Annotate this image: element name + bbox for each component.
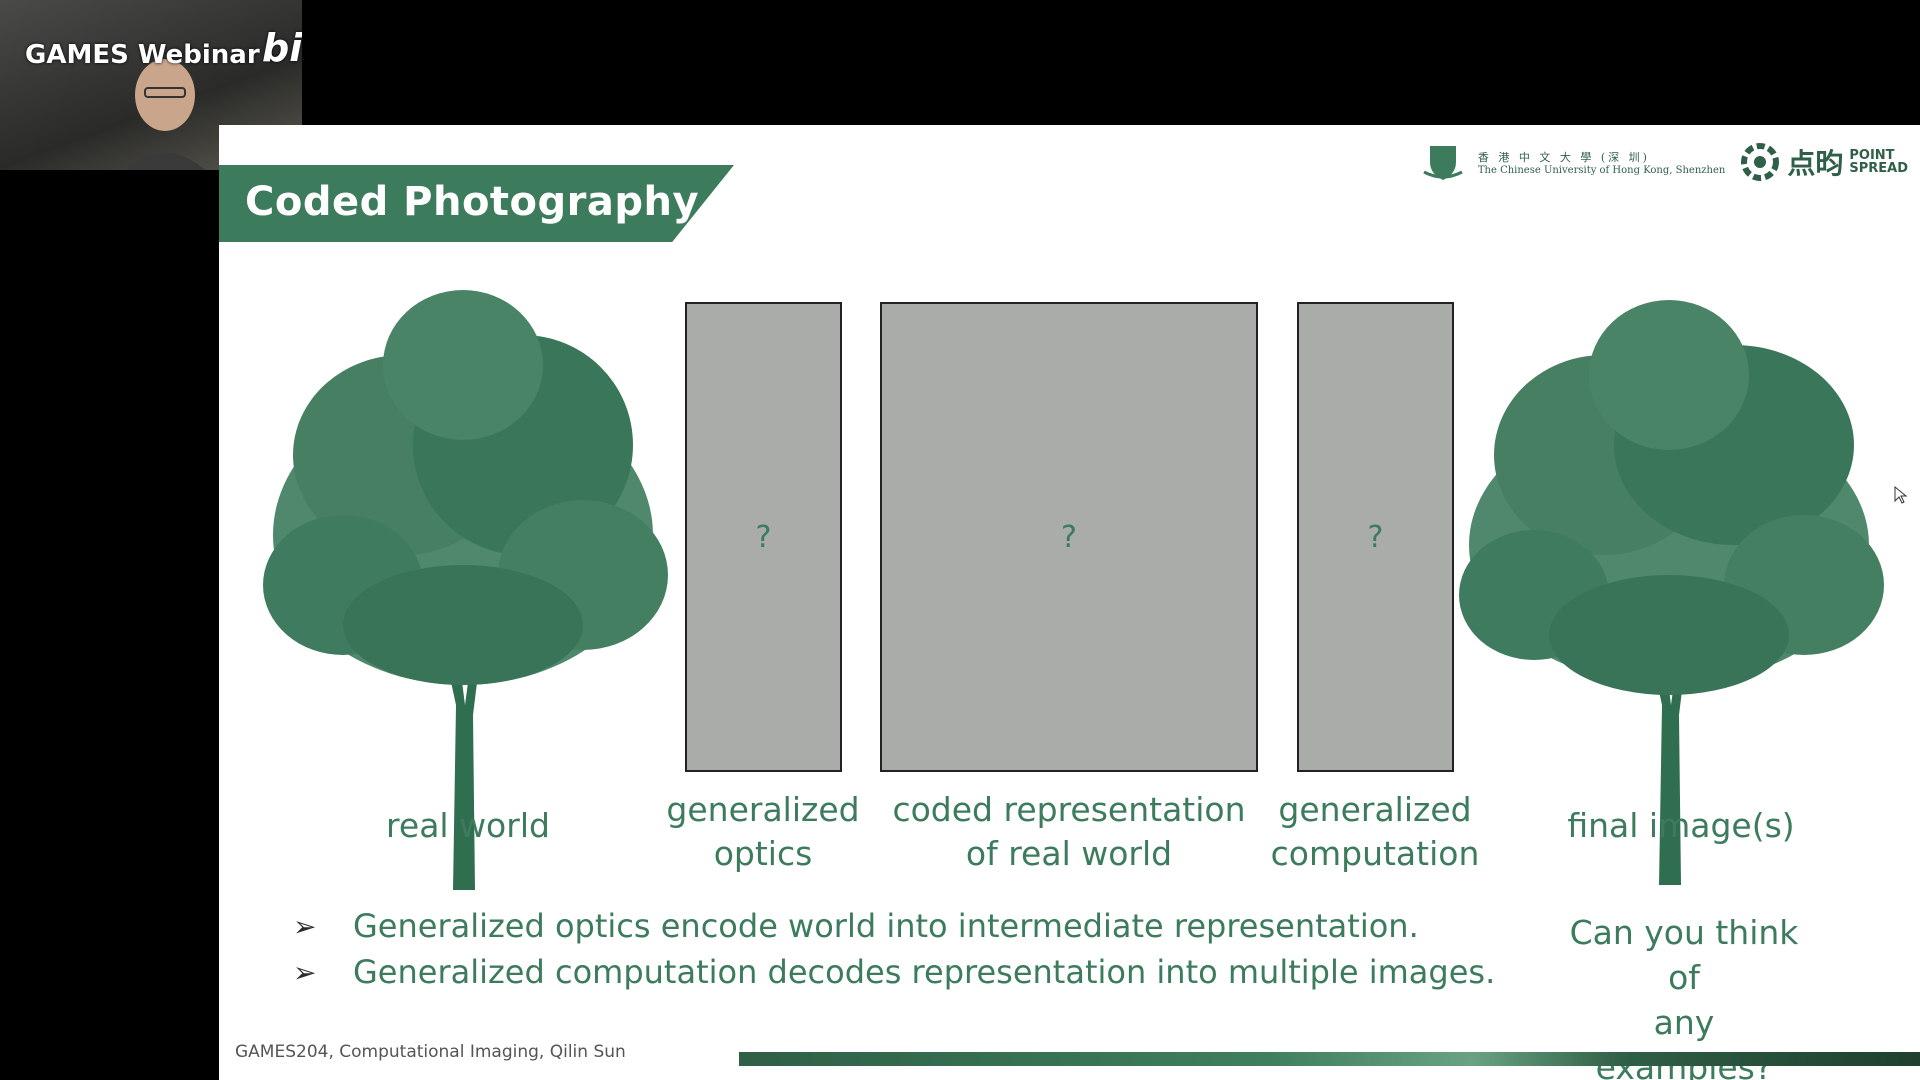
institution-logos: 香 港 中 文 大 學 (深 圳) The Chinese University…: [1422, 139, 1908, 185]
final-images-label-text: final image(s): [1567, 806, 1795, 845]
bullet-text: Generalized optics encode world into int…: [353, 907, 1419, 945]
real-world-tree-image: [263, 290, 668, 890]
cuhk-english-name: The Chinese University of Hong Kong, She…: [1477, 164, 1726, 176]
slide-footer: GAMES204, Computational Imaging, Qilin S…: [235, 1042, 626, 1062]
pointspread-word-2: SPREAD: [1849, 161, 1908, 176]
coded-representation-line-1: coded representation: [892, 790, 1246, 829]
games-webinar-watermark: GAMES Webinar: [25, 40, 260, 70]
mouse-cursor-icon: [1894, 486, 1908, 504]
generalized-optics-line-2: optics: [713, 834, 813, 873]
coded-representation-label: coded representation of real world: [879, 788, 1259, 876]
presentation-slide: Coded Photography 香 港 中 文 大 學 (深 圳) The …: [219, 125, 1920, 1080]
cuhk-chinese-name: 香 港 中 文 大 學 (深 圳): [1477, 150, 1650, 164]
coded-representation-line-2: of real world: [965, 834, 1173, 873]
bullet-text: Generalized computation decodes represen…: [353, 953, 1496, 991]
bullet-arrow-icon: ➢: [293, 909, 317, 943]
bullet-arrow-icon: ➢: [293, 955, 317, 989]
real-world-label-text: real world: [386, 806, 550, 845]
bullet-item: ➢ Generalized optics encode world into i…: [293, 903, 1495, 949]
generalized-computation-label: generalized computation: [1185, 788, 1565, 876]
slide-title: Coded Photography: [245, 179, 700, 225]
bilibili-logo: bilibili: [262, 26, 302, 70]
question-line-1: Can you think of: [1569, 913, 1799, 997]
bullet-list: ➢ Generalized optics encode world into i…: [293, 903, 1495, 995]
generalized-computation-line-1: generalized: [1278, 790, 1472, 829]
pointspread-chinese-name: 点昀: [1787, 147, 1844, 180]
pointspread-logo: 点昀 POINT SPREAD: [1739, 141, 1908, 183]
question-line-2: any examples?: [1596, 1003, 1773, 1080]
generalized-optics-box: ?: [685, 302, 842, 772]
real-world-label: real world: [278, 804, 658, 848]
generalized-optics-line-1: generalized: [666, 790, 860, 829]
final-image-tree: [1459, 300, 1884, 885]
unknown-optics-mark: ?: [755, 519, 772, 555]
pointspread-logo-icon: [1741, 143, 1780, 181]
presenter-video: [125, 59, 205, 170]
bullet-item: ➢ Generalized computation decodes repres…: [293, 949, 1495, 995]
pointspread-english-name: POINT SPREAD: [1849, 149, 1908, 175]
coded-representation-box: ?: [880, 302, 1258, 772]
unknown-computation-mark: ?: [1367, 519, 1384, 555]
generalized-optics-label: generalized optics: [573, 788, 953, 876]
pointspread-word-1: POINT: [1849, 148, 1895, 163]
footer-decorative-bar: [739, 1052, 1920, 1066]
title-banner: Coded Photography: [219, 165, 734, 242]
webcam-overlay: GAMES Webinar bilibili: [0, 0, 302, 170]
cuhk-name: 香 港 中 文 大 學 (深 圳) The Chinese University…: [1478, 149, 1725, 176]
cuhk-shield-icon: [1423, 146, 1463, 180]
unknown-representation-mark: ?: [1061, 519, 1077, 555]
generalized-computation-box: ?: [1297, 302, 1454, 772]
final-images-label: final image(s): [1491, 804, 1871, 848]
generalized-computation-line-2: computation: [1270, 834, 1480, 873]
